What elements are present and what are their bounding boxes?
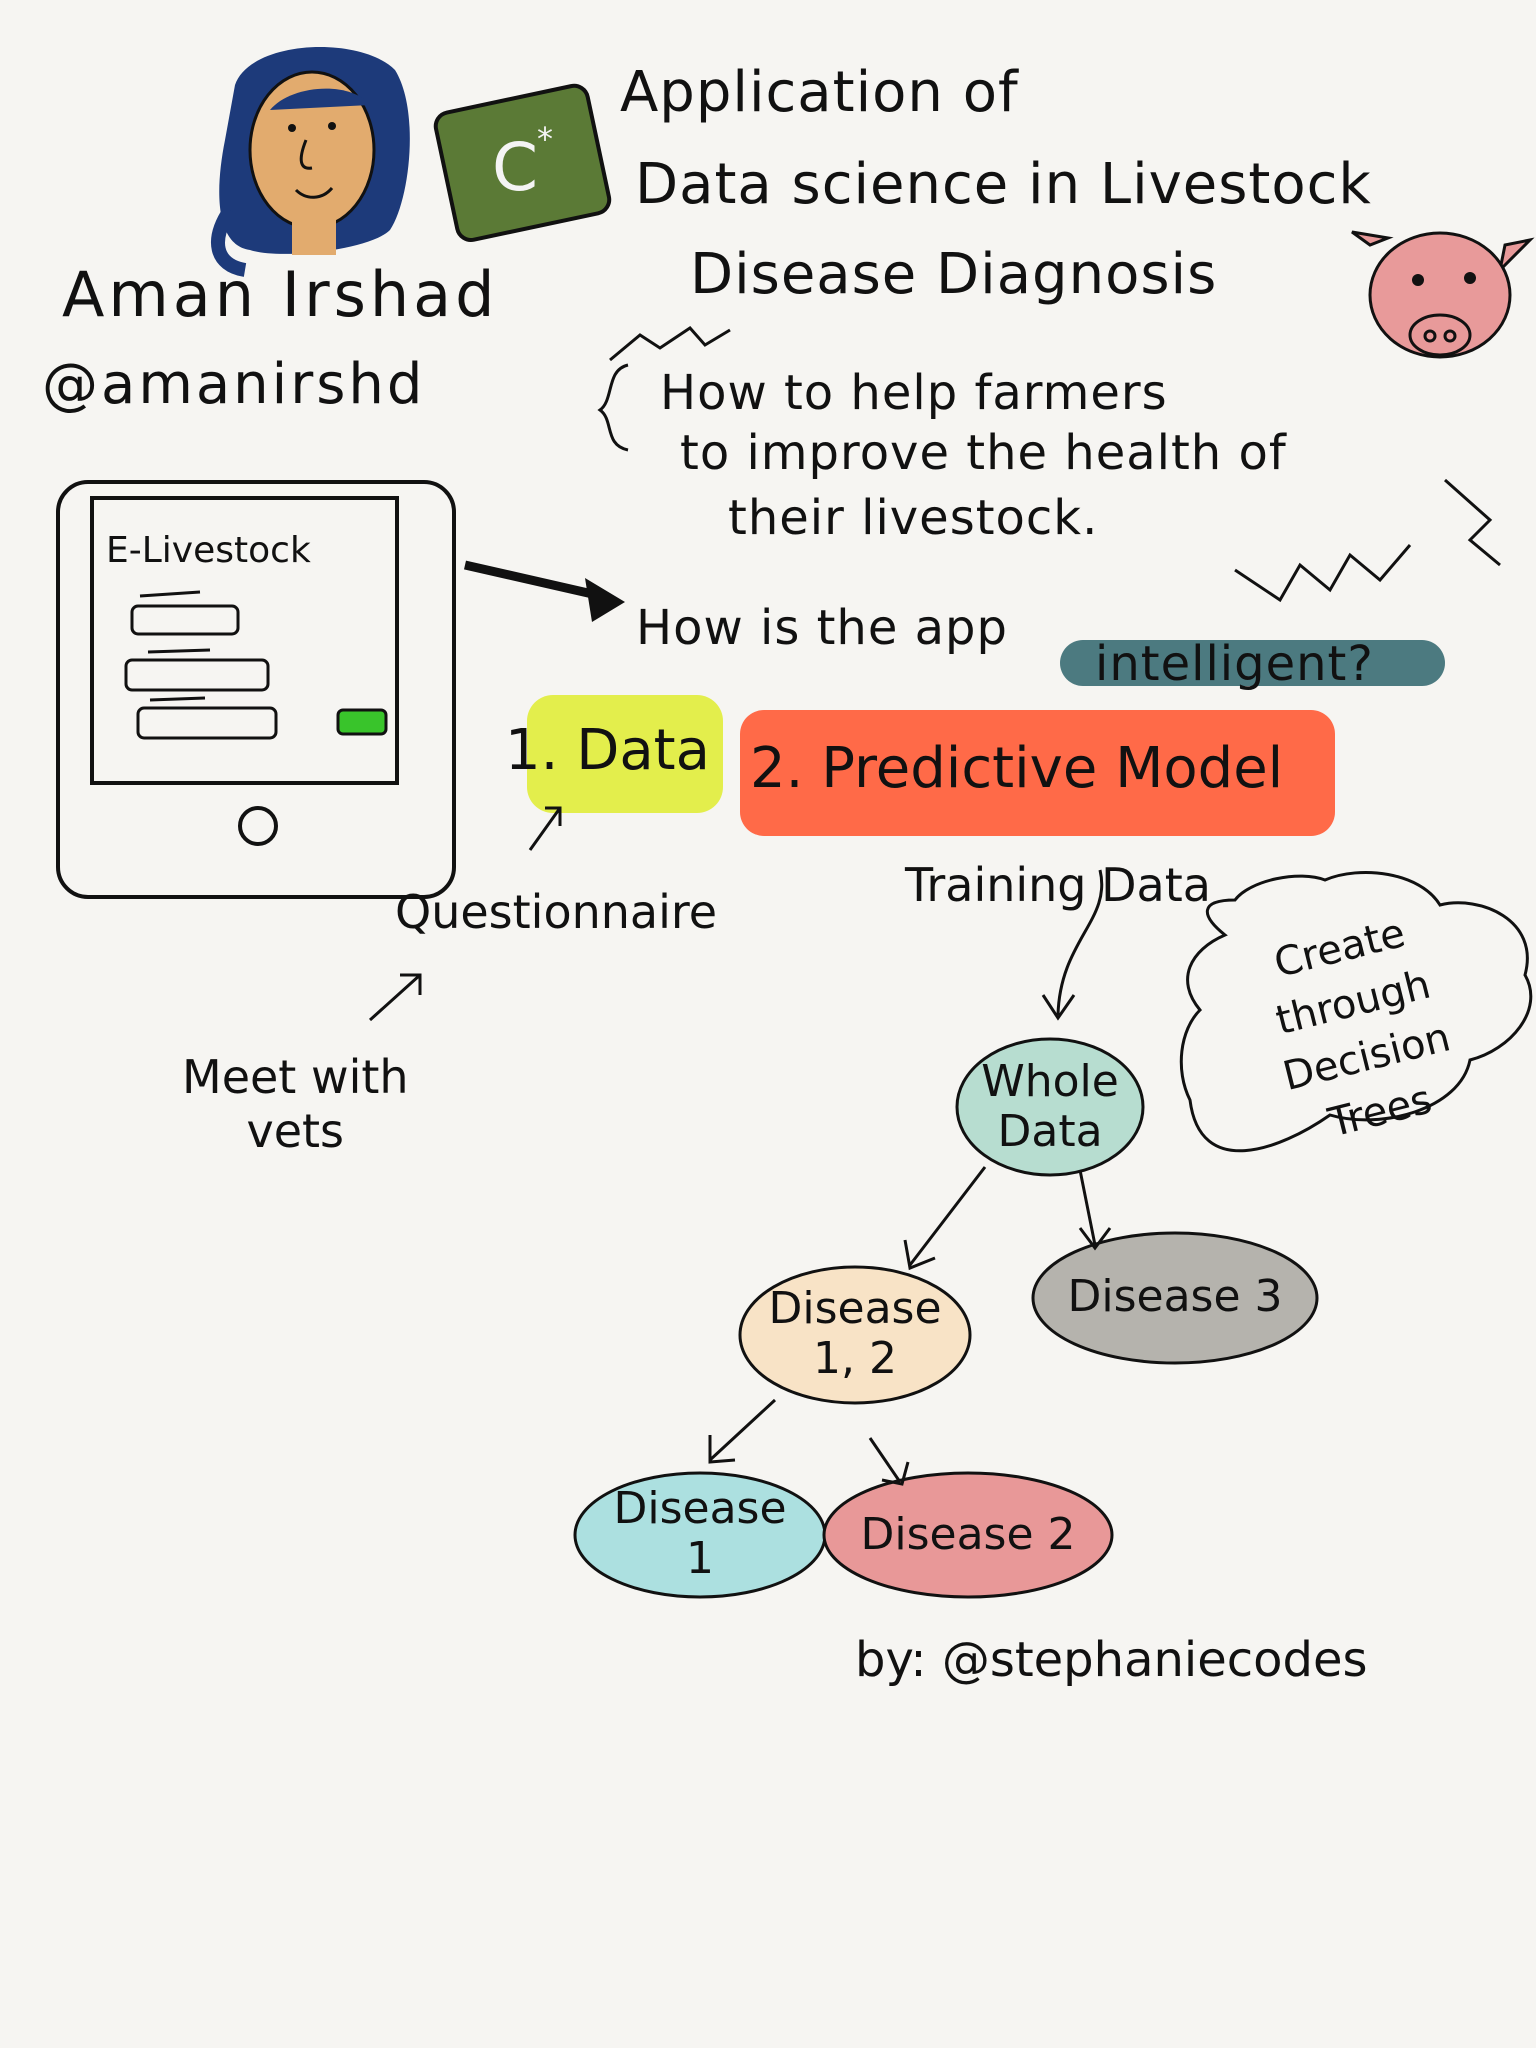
speaker-name: Aman Irshad	[62, 258, 499, 331]
squiggle-right	[1234, 478, 1501, 603]
question-line-2: to improve the health of	[680, 425, 1287, 481]
intelligent-word: intelligent?	[1095, 636, 1374, 692]
step-data-label: 1. Data	[505, 718, 710, 783]
title-line-3: Disease Diagnosis	[690, 242, 1218, 307]
arrow-to-question	[464, 560, 625, 622]
title-line-2: Data science in Livestock	[635, 152, 1372, 217]
node-disease-12-shape	[738, 1265, 972, 1405]
pig-illustration	[1351, 230, 1535, 359]
model-box	[740, 710, 1335, 836]
question-line-3: their livestock.	[728, 490, 1099, 546]
speaker-handle: @amanirshd	[42, 352, 426, 417]
node-disease-2-shape	[822, 1471, 1114, 1599]
node-disease-2: Disease 2	[860, 1509, 1076, 1560]
speaker-portrait	[211, 47, 410, 277]
app-name: E-Livestock	[106, 530, 311, 571]
node-disease-3: Disease 3	[1067, 1271, 1283, 1322]
node-disease-1: Disease 1	[613, 1483, 787, 1584]
brace-mark	[597, 363, 629, 452]
node-disease-3-shape	[1031, 1231, 1319, 1365]
title-line-1: Application of	[620, 60, 1019, 125]
submit-button-sketch	[336, 708, 388, 736]
conference-logo: C *	[433, 83, 612, 242]
tree-edges	[708, 1166, 1112, 1486]
data-box	[527, 695, 723, 813]
intelligent-highlight	[1060, 640, 1445, 686]
training-data-label: Training Data	[905, 858, 1211, 912]
node-whole-data-shape	[955, 1037, 1145, 1177]
intelligence-question: How is the app	[636, 600, 1008, 656]
arrow-questionnaire-to-data	[528, 806, 562, 851]
svg-text:*: *	[537, 120, 553, 158]
question-line-1: How to help farmers	[660, 365, 1168, 421]
tablet-mockup	[56, 480, 456, 899]
arrow-vets-to-questionnaire	[368, 973, 422, 1022]
node-whole-data: Whole Data	[981, 1056, 1119, 1157]
arrow-training-to-root	[1041, 869, 1104, 1021]
node-disease-12: Disease 1, 2	[768, 1283, 942, 1384]
squiggle-top	[609, 326, 731, 362]
step-model-label: 2. Predictive Model	[750, 736, 1284, 801]
thought-cloud	[1179, 870, 1533, 1153]
credit-line: by: @stephaniecodes	[855, 1632, 1368, 1688]
meet-vets-label: Meet with vets	[182, 1050, 409, 1158]
svg-text:C: C	[492, 129, 538, 206]
questionnaire-label: Questionnaire	[395, 885, 718, 939]
